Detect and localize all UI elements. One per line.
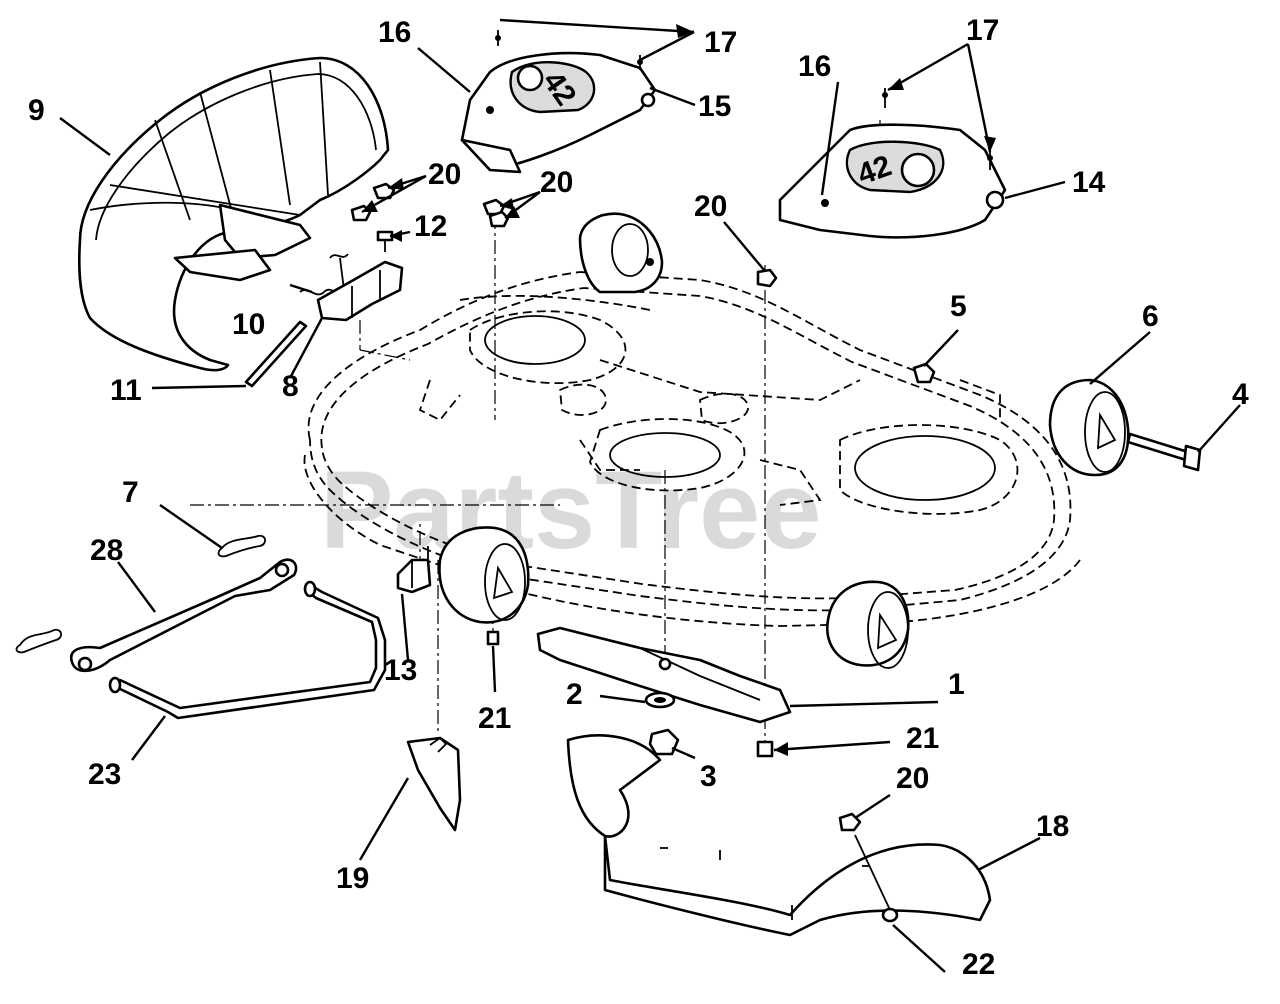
spacer-part-5 <box>912 362 936 384</box>
callout-8: 8 <box>282 370 299 403</box>
pulley-cover-right-part-16: 42 <box>778 88 1007 239</box>
leader-arrowheads <box>362 24 996 756</box>
lift-bracket-part-13 <box>396 546 432 594</box>
callout-15: 15 <box>698 90 731 123</box>
callout-3: 3 <box>700 760 717 793</box>
pivot-rod-part-11 <box>244 320 308 388</box>
callout-17-right: 17 <box>966 14 999 47</box>
bracket-part-19 <box>406 736 462 832</box>
bent-rod-part-23 <box>108 580 387 720</box>
anti-scalp-wheel-front-right <box>826 580 910 669</box>
blade-washer-part-2 <box>644 691 676 709</box>
callout-28: 28 <box>90 534 123 567</box>
anti-scalp-wheel-front-left <box>438 526 530 624</box>
callout-23: 23 <box>88 758 121 791</box>
callout-10: 10 <box>232 308 265 341</box>
hairpin-clip-part-7 <box>15 534 266 654</box>
callout-21-right: 21 <box>906 722 939 755</box>
callout-1: 1 <box>948 668 965 701</box>
callout-12: 12 <box>414 210 447 243</box>
watermark-text: PartsTree <box>320 449 821 572</box>
callout-18: 18 <box>1036 810 1069 843</box>
hex-nut-part-20-mid <box>482 198 778 288</box>
callout-20-center: 20 <box>694 190 727 223</box>
mower-deck-housing <box>303 271 1081 627</box>
pulley-cover-left-part-16: 42 <box>460 30 657 174</box>
callout-5: 5 <box>950 290 967 323</box>
callout-16-right: 16 <box>798 50 831 83</box>
callout-20-deflector: 20 <box>428 158 461 191</box>
callout-6: 6 <box>1142 300 1159 333</box>
callout-11: 11 <box>110 374 142 407</box>
bolt-part-21-right <box>756 740 774 758</box>
bolt-part-21-left <box>486 630 500 646</box>
callout-9: 9 <box>28 94 45 127</box>
callout-4: 4 <box>1232 378 1249 411</box>
callout-labels: 1 2 3 4 5 6 7 8 9 10 11 12 13 14 15 16 1… <box>28 14 1249 981</box>
callout-13: 13 <box>384 654 417 687</box>
carriage-bolt-part-12 <box>376 230 394 252</box>
hanger-arm-part-28 <box>69 558 298 673</box>
callout-20-cover: 20 <box>540 166 573 199</box>
mower-blade-part-1 <box>536 626 792 724</box>
hinge-bracket-part-8 <box>316 260 404 322</box>
callout-7: 7 <box>122 476 139 509</box>
callout-20-baffle: 20 <box>896 762 929 795</box>
blade-nut-part-3 <box>648 728 680 756</box>
anti-scalp-wheel-part-6 <box>1048 378 1130 477</box>
callout-19: 19 <box>336 862 369 895</box>
callout-14: 14 <box>1072 166 1106 199</box>
leader-lines <box>59 18 1241 973</box>
anti-scalp-wheel-rear <box>578 212 664 294</box>
callout-22: 22 <box>962 948 995 981</box>
axle-bolt-part-4 <box>1126 432 1202 472</box>
carriage-bolt-part-22 <box>854 834 899 923</box>
callout-2: 2 <box>566 678 583 711</box>
callout-21-left: 21 <box>478 702 511 735</box>
discharge-deflector-part-9 <box>78 56 390 372</box>
callout-16-left: 16 <box>378 16 411 49</box>
callout-17-left: 17 <box>704 26 737 59</box>
